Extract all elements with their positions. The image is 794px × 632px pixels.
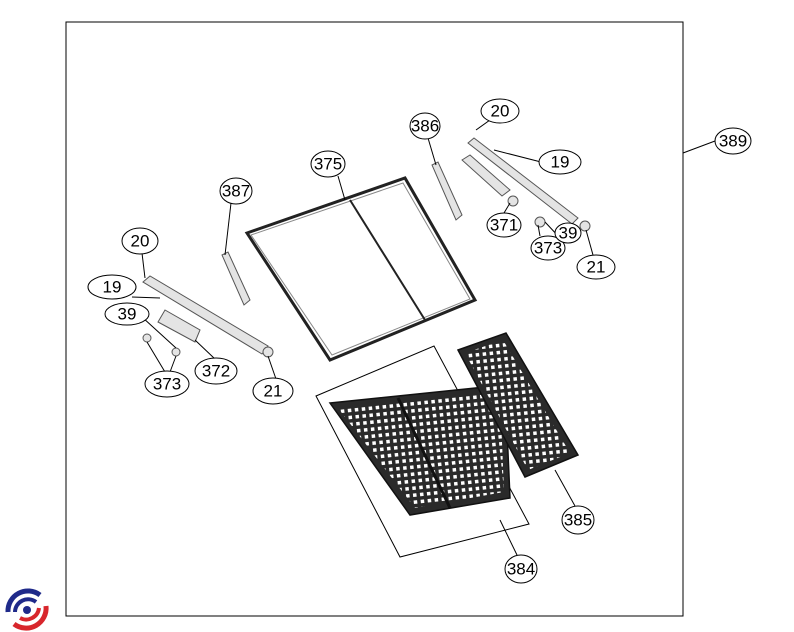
svg-text:375: 375 <box>314 155 342 174</box>
svg-text:19: 19 <box>551 153 570 172</box>
svg-text:21: 21 <box>587 258 606 277</box>
svg-text:19: 19 <box>103 278 122 297</box>
svg-text:21: 21 <box>264 382 283 401</box>
callout-21-left: 21 <box>252 377 294 405</box>
callout-373-left: 373 <box>144 370 190 398</box>
svg-text:373: 373 <box>534 239 562 258</box>
svg-text:20: 20 <box>131 232 150 251</box>
svg-text:20: 20 <box>491 102 510 121</box>
callout-20-right: 20 <box>480 98 520 124</box>
callout-19-right: 19 <box>538 149 582 175</box>
callout-384: 384 <box>504 554 538 584</box>
diagram-frame <box>65 21 684 617</box>
callout-39-left: 39 <box>104 302 150 326</box>
callout-19-left: 19 <box>87 274 137 300</box>
callout-372: 372 <box>194 357 238 385</box>
bracket-386 <box>431 161 463 221</box>
callout-389: 389 <box>714 127 752 155</box>
callout-20-left: 20 <box>121 227 159 255</box>
svg-text:385: 385 <box>564 511 592 530</box>
callout-373-right: 373 <box>530 235 566 261</box>
svg-text:389: 389 <box>719 132 747 151</box>
svg-text:386: 386 <box>411 117 439 136</box>
svg-text:371: 371 <box>490 216 518 235</box>
callout-39-right: 39 <box>554 222 582 244</box>
basket-384-outline <box>315 345 530 558</box>
svg-text:384: 384 <box>507 560 535 579</box>
shelf-frame-375 <box>244 176 478 362</box>
leader-lines <box>131 119 716 556</box>
svg-text:372: 372 <box>202 362 230 381</box>
basket-385 <box>456 332 580 478</box>
callout-375: 375 <box>310 150 346 178</box>
callout-386: 386 <box>409 112 441 140</box>
callout-385: 385 <box>561 505 595 535</box>
bracket-387 <box>221 251 251 306</box>
callout-21-right: 21 <box>576 254 616 280</box>
svg-text:387: 387 <box>222 182 250 201</box>
callout-387: 387 <box>219 177 253 205</box>
basket-384 <box>328 384 511 516</box>
rail-19-left <box>142 275 274 358</box>
rail-19-right <box>461 137 591 232</box>
svg-text:39: 39 <box>559 224 578 243</box>
svg-text:373: 373 <box>153 375 181 394</box>
svg-text:39: 39 <box>118 305 137 324</box>
callout-371: 371 <box>486 212 522 238</box>
brand-logo <box>5 588 49 631</box>
